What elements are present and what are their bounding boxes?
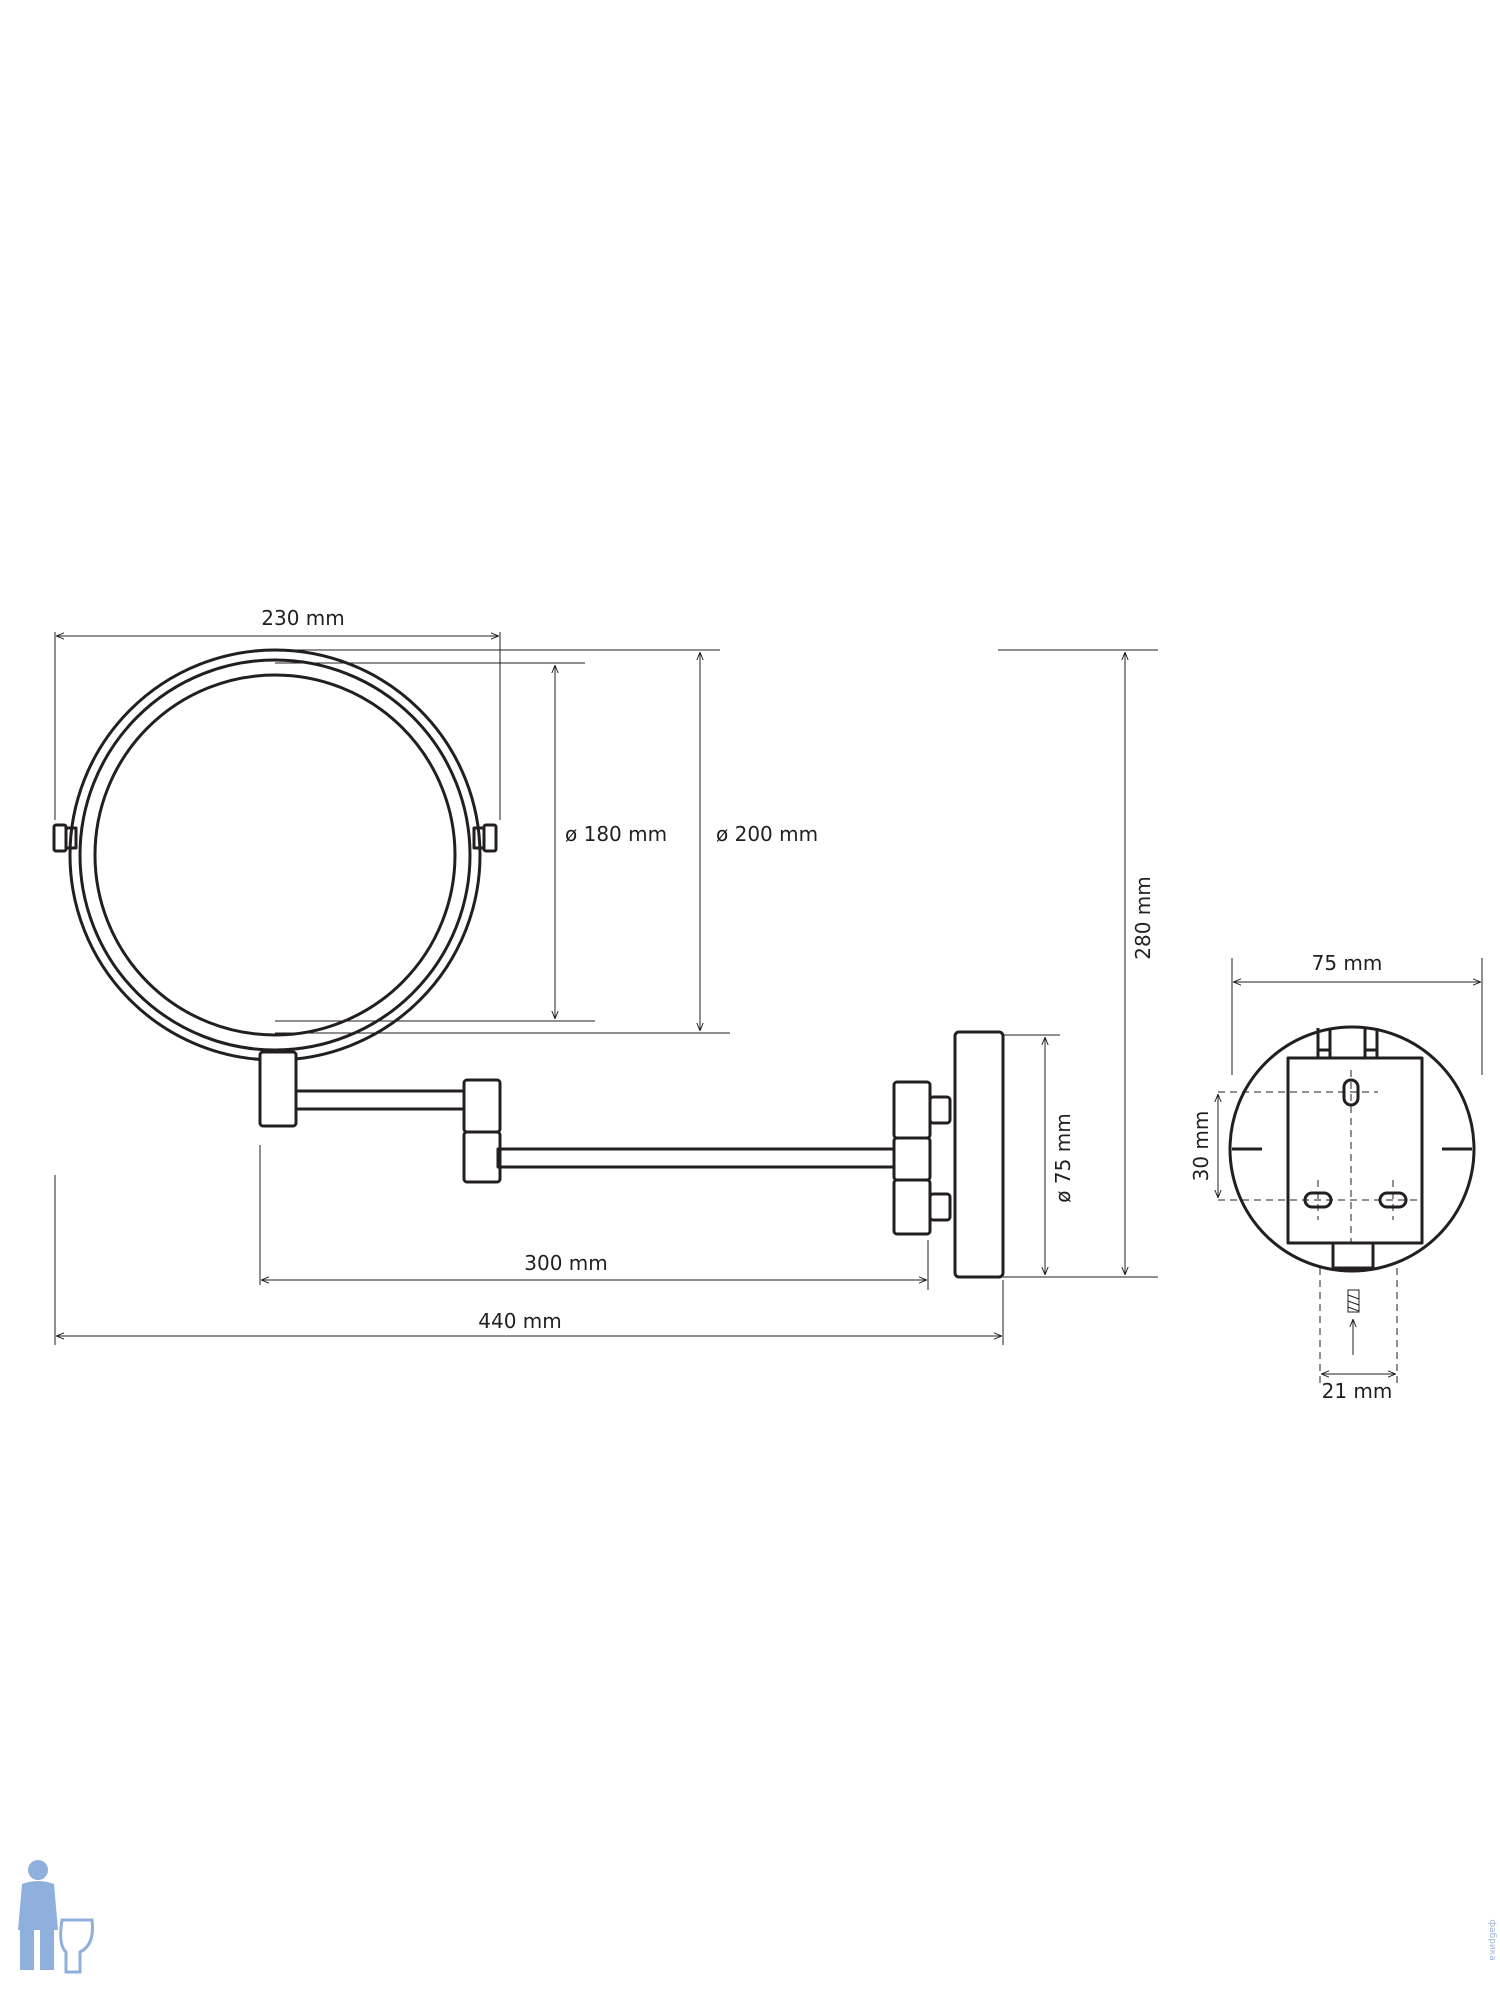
label-plate-width: 75 mm [1312,951,1383,975]
dim-total-height: 280 mm [998,649,1158,1278]
mirror-head [52,648,498,1062]
watermark-text: фабрика [1487,1919,1497,1960]
label-arm-length: 300 mm [524,1251,608,1275]
wall-plate-front-view [1218,1025,1476,1385]
dim-arm-length: 300 mm [259,1145,929,1290]
label-total-height: 280 mm [1131,876,1155,960]
dim-outer-diameter: ø 200 mm [275,649,818,1034]
dim-hole-spacing: 30 mm [1189,1095,1218,1197]
label-screw-offset: 21 mm [1322,1379,1393,1403]
label-inner-diameter: ø 180 mm [565,822,667,846]
dim-total-length: 440 mm [54,1175,1004,1345]
dim-screw-offset: 21 mm [1322,1374,1395,1403]
label-base-diameter: ø 75 mm [1051,1113,1075,1202]
swing-arm [258,1030,1005,1279]
label-total-length: 440 mm [478,1309,562,1333]
dim-inner-diameter: ø 180 mm [275,662,667,1022]
label-hole-spacing: 30 mm [1189,1111,1213,1182]
label-mirror-width: 230 mm [261,606,345,630]
dim-base-diameter: ø 75 mm [1003,1034,1075,1278]
dim-mirror-width: 230 mm [54,606,501,820]
dim-plate-width: 75 mm [1231,951,1483,1075]
label-outer-diameter: ø 200 mm [716,822,818,846]
logo-plumber-icon [18,1860,94,1974]
